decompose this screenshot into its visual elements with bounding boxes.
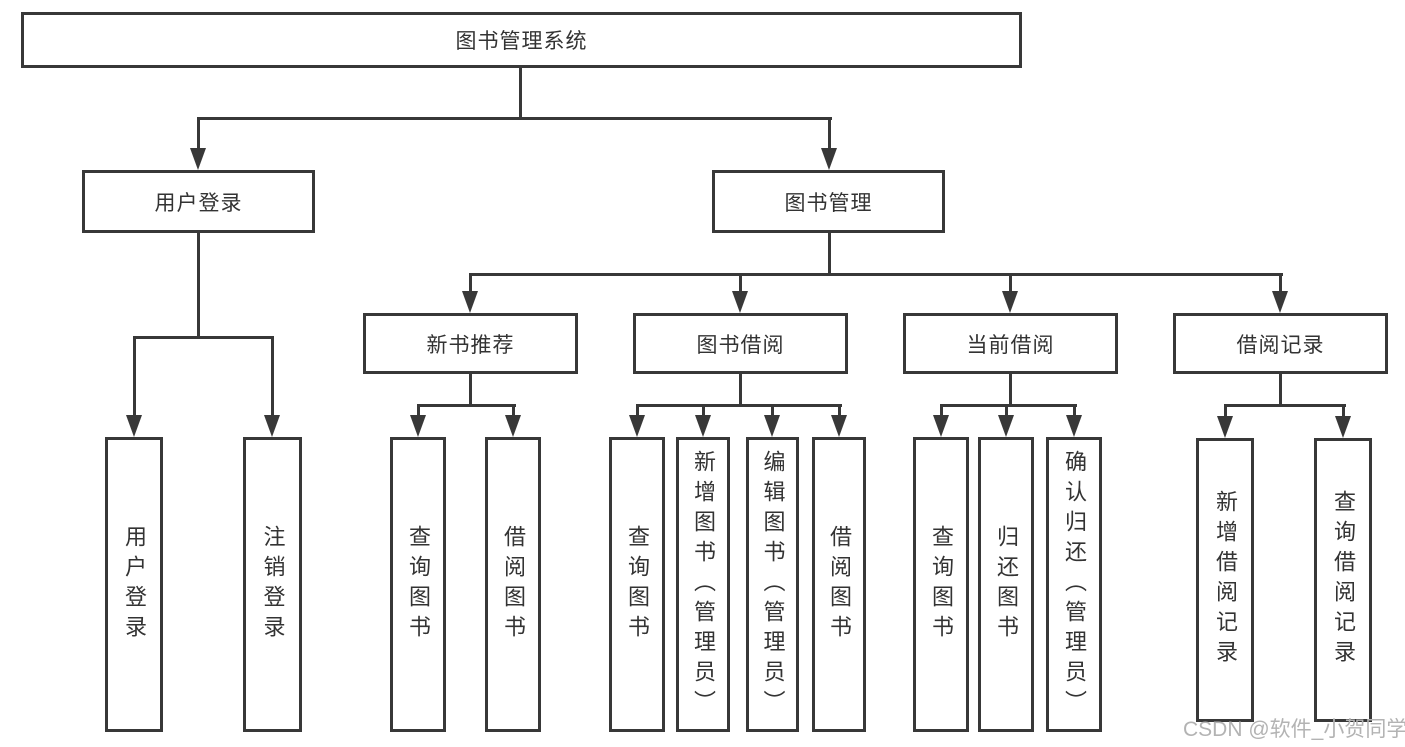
node-user-login-action: 用户登录 <box>105 437 163 732</box>
csdn-watermark: CSDN @软件_小贺同学 <box>1183 718 1405 741</box>
connector-line <box>197 117 200 150</box>
node-label: 当前借阅 <box>966 333 1055 357</box>
arrow-down-icon <box>126 415 142 437</box>
connector-line <box>1279 273 1282 293</box>
connector-line <box>1342 404 1345 418</box>
connector-line <box>271 336 274 416</box>
connector-line <box>1009 273 1012 293</box>
arrow-down-icon <box>190 148 206 170</box>
connector-line <box>519 68 522 118</box>
arrow-down-icon <box>1335 416 1351 438</box>
node-query-books: 查询图书 <box>913 437 969 732</box>
connector-line <box>1073 404 1076 417</box>
connector-line <box>133 336 274 339</box>
connector-line <box>1279 374 1282 407</box>
connector-line <box>739 273 742 293</box>
connector-line <box>512 404 515 417</box>
connector-line <box>469 273 472 293</box>
connector-line <box>771 404 774 417</box>
node-add-book-admin: 新增图书（管理员） <box>676 437 730 732</box>
arrow-down-icon <box>732 291 748 313</box>
arrow-down-icon <box>998 415 1014 437</box>
node-label: 注销登录 <box>260 524 286 645</box>
arrow-down-icon <box>1272 291 1288 313</box>
node-label: 新书推荐 <box>426 333 515 357</box>
arrow-down-icon <box>933 415 949 437</box>
node-label: 新增图书（管理员） <box>691 449 716 720</box>
node-query-books: 查询图书 <box>609 437 665 732</box>
arrow-down-icon <box>629 415 645 437</box>
arrow-down-icon <box>462 291 478 313</box>
node-query-borrowing-record: 查询借阅记录 <box>1314 438 1372 722</box>
arrow-down-icon <box>831 415 847 437</box>
node-confirm-return-admin: 确认归还（管理员） <box>1046 437 1102 732</box>
node-user-login: 用户登录 <box>82 170 315 233</box>
node-label: 归还图书 <box>994 524 1019 645</box>
connector-line <box>940 404 1077 407</box>
arrow-down-icon <box>821 148 837 170</box>
node-label: 用户登录 <box>154 191 243 215</box>
node-book-borrowing: 图书借阅 <box>633 313 848 374</box>
node-borrowing-records: 借阅记录 <box>1173 313 1388 374</box>
connector-line <box>636 404 842 407</box>
connector-line <box>636 404 639 417</box>
connector-line <box>702 404 705 417</box>
node-current-borrowing: 当前借阅 <box>903 313 1118 374</box>
connector-line <box>1005 404 1008 417</box>
connector-line <box>417 404 420 417</box>
connector-line <box>469 374 472 407</box>
node-label: 借阅图书 <box>501 524 526 645</box>
node-edit-book-admin: 编辑图书（管理员） <box>746 437 799 732</box>
node-label: 图书借阅 <box>696 333 785 357</box>
connector-line <box>828 117 831 150</box>
arrow-down-icon <box>1002 291 1018 313</box>
node-borrow-books: 借阅图书 <box>485 437 541 732</box>
node-logout: 注销登录 <box>243 437 302 732</box>
arrow-down-icon <box>1066 415 1082 437</box>
connector-line <box>940 404 943 417</box>
connector-line <box>739 374 742 407</box>
node-query-books: 查询图书 <box>390 437 446 732</box>
connector-line <box>1224 404 1346 407</box>
node-return-books: 归还图书 <box>978 437 1034 732</box>
node-label: 借阅记录 <box>1236 333 1325 357</box>
node-label: 图书管理系统 <box>455 30 588 53</box>
connector-line <box>1009 374 1012 407</box>
node-label: 查询图书 <box>625 524 650 645</box>
arrow-down-icon <box>695 415 711 437</box>
node-add-borrowing-record: 新增借阅记录 <box>1196 438 1254 722</box>
node-label: 查询图书 <box>406 524 431 645</box>
node-label: 借阅图书 <box>827 524 852 645</box>
connector-line <box>1224 404 1227 418</box>
connector-line <box>838 404 841 417</box>
connector-line <box>417 404 516 407</box>
node-library-management-system: 图书管理系统 <box>21 12 1022 68</box>
node-label: 编辑图书（管理员） <box>760 449 786 720</box>
node-label: 新增借阅记录 <box>1213 490 1238 670</box>
node-label: 图书管理 <box>784 191 873 215</box>
node-borrow-books: 借阅图书 <box>812 437 866 732</box>
node-label: 查询借阅记录 <box>1331 490 1356 670</box>
arrow-down-icon <box>410 415 426 437</box>
connector-line <box>828 233 831 276</box>
arrow-down-icon <box>1217 416 1233 438</box>
connector-line <box>197 117 832 120</box>
node-label: 确认归还（管理员） <box>1062 449 1087 720</box>
node-label: 查询图书 <box>929 524 954 645</box>
node-book-management: 图书管理 <box>712 170 945 233</box>
arrow-down-icon <box>764 415 780 437</box>
connector-line <box>197 233 200 337</box>
node-new-book-recommendation: 新书推荐 <box>363 313 578 374</box>
connector-line <box>133 336 136 416</box>
arrow-down-icon <box>264 415 280 437</box>
node-label: 用户登录 <box>122 524 147 645</box>
arrow-down-icon <box>505 415 521 437</box>
connector-line <box>469 273 1283 276</box>
